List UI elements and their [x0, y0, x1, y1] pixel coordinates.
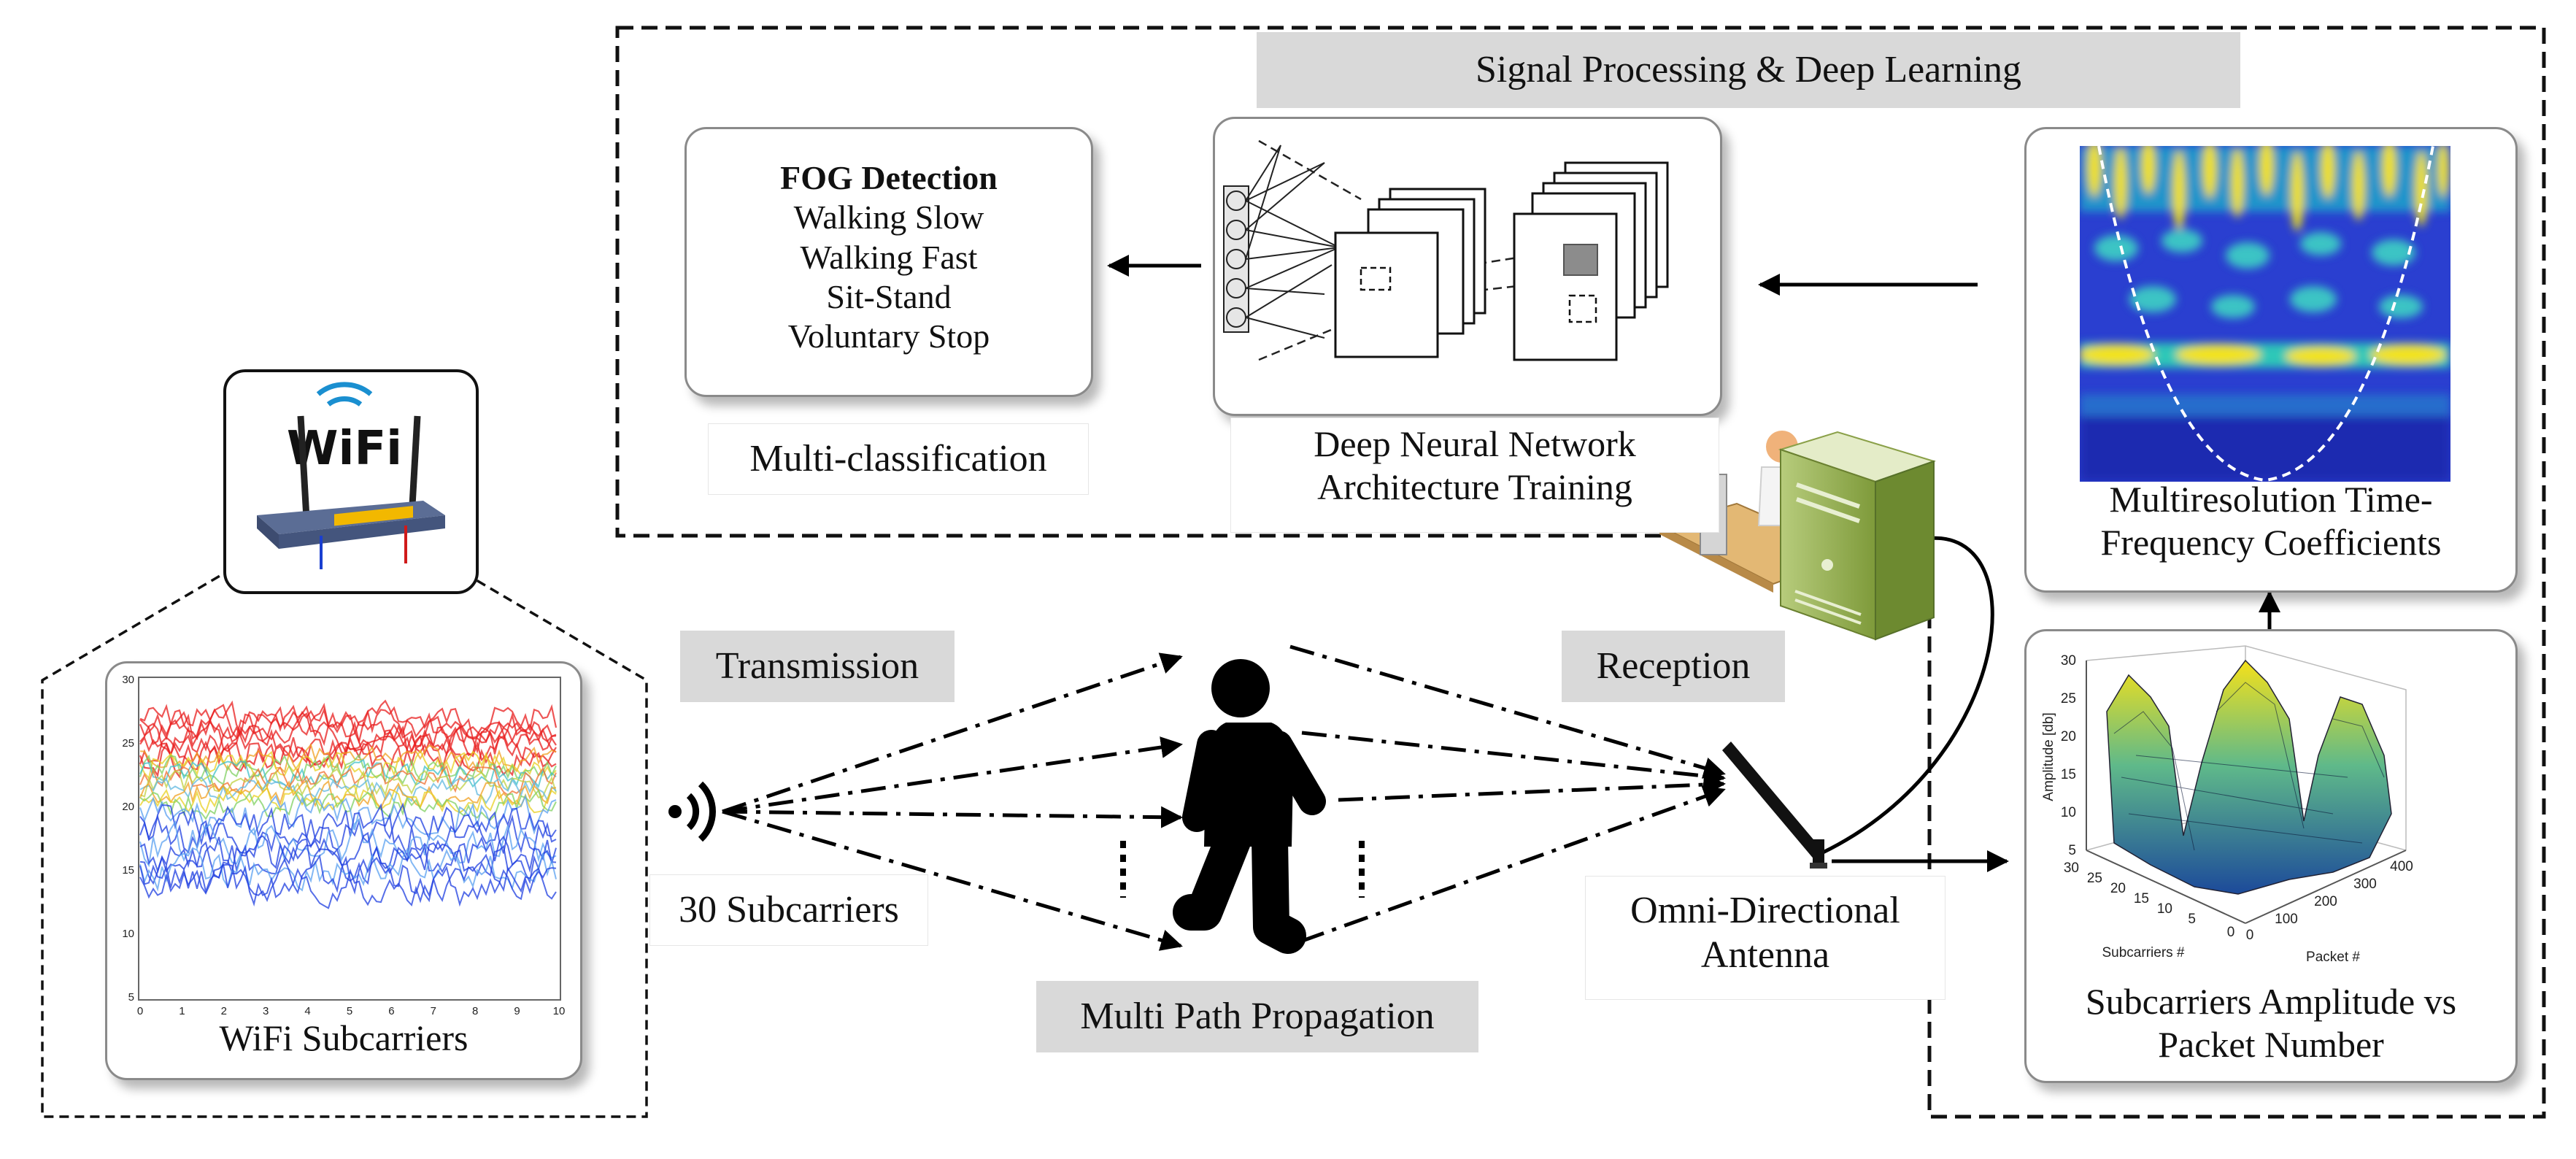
processing-region-border — [615, 26, 2546, 1119]
z-tick: 25 — [2061, 691, 2076, 706]
amplitude-card: 30 25 20 15 10 5 30 25 20 15 10 5 0 0 10… — [2024, 629, 2518, 1083]
multi-classification-label: Multi-classification — [708, 423, 1089, 495]
wifi-subcarriers-label: WiFi Subcarriers — [219, 1017, 468, 1058]
dnn-card — [1213, 117, 1722, 416]
x-tick: 400 — [2390, 859, 2413, 874]
x-tick: 100 — [2275, 912, 2298, 927]
signal-source-icon — [668, 781, 716, 842]
wifi-region-border — [41, 559, 648, 1118]
y-tick: 15 — [2134, 891, 2149, 906]
x-axis-label: Packet # — [2306, 950, 2360, 965]
y-tick: 0 — [2227, 925, 2235, 940]
multiresolution-card: Multiresolution Time- Frequency Coeffici… — [2024, 127, 2518, 593]
y-tick: 10 — [2157, 901, 2172, 917]
z-tick: 30 — [2061, 653, 2076, 669]
pipeline-title: Signal Processing & Deep Learning — [1257, 32, 2240, 108]
dnn-architecture-diagram — [1223, 139, 1669, 361]
multipath-rays — [722, 644, 1726, 951]
amplitude-label: Subcarriers Amplitude vs Packet Number — [2027, 980, 2515, 1066]
y-tick: 5 — [2188, 912, 2196, 927]
y-axis-label: Subcarriers # — [2102, 945, 2185, 960]
router-card: WiFi — [223, 369, 479, 594]
z-tick: 20 — [2061, 729, 2076, 744]
reception-label: Reception — [1562, 631, 1785, 702]
classes-card: FOG Detection Walking Slow Walking Fast … — [685, 127, 1093, 397]
antenna-line1: Omni-Directional — [1630, 890, 1900, 931]
x-tick: 0 — [2246, 928, 2254, 943]
class-heading: FOG Detection — [780, 159, 998, 196]
dnn-label-line2: Architecture Training — [1317, 466, 1632, 507]
antenna-label: Omni-Directional Antenna — [1585, 876, 1946, 1000]
y-tick: 20 — [2110, 881, 2126, 896]
class-item: Sit-Stand — [826, 277, 952, 315]
antenna-line2: Antenna — [1700, 934, 1830, 977]
amp-line2: Packet Number — [2158, 1024, 2384, 1065]
wifi-subcarriers-card: WiFi Subcarriers — [105, 661, 582, 1080]
transmission-label: Transmission — [680, 631, 955, 702]
z-axis-label: Amplitude [db] — [2041, 712, 2056, 801]
subcarriers-count-label: 30 Subcarriers — [649, 874, 928, 946]
multipath-label: Multi Path Propagation — [1036, 981, 1478, 1052]
class-item: Voluntary Stop — [787, 317, 990, 355]
x-tick: 300 — [2353, 877, 2377, 892]
antenna-icon — [1722, 742, 1827, 869]
z-tick: 5 — [2068, 843, 2076, 858]
z-tick: 15 — [2061, 767, 2076, 782]
surface-plot: 30 25 20 15 10 5 30 25 20 15 10 5 0 0 10… — [2041, 645, 2413, 965]
antenna-cable — [1821, 536, 1994, 855]
multires-line2: Frequency Coefficients — [2100, 522, 2442, 563]
class-item: Walking Slow — [793, 199, 984, 236]
router-icon: WiFi — [257, 382, 445, 569]
multires-line1: Multiresolution Time- — [2109, 479, 2433, 520]
y-tick: 25 — [2087, 871, 2102, 886]
dnn-label: Deep Neural Network Architecture Trainin… — [1230, 417, 1719, 533]
x-tick: 200 — [2314, 894, 2337, 909]
y-tick: 30 — [2064, 860, 2079, 876]
dnn-label-line1: Deep Neural Network — [1314, 423, 1636, 464]
z-tick: 10 — [2061, 805, 2076, 820]
multiresolution-label: Multiresolution Time- Frequency Coeffici… — [2027, 478, 2515, 564]
class-item: Walking Fast — [800, 238, 978, 276]
amp-line1: Subcarriers Amplitude vs — [2085, 981, 2457, 1022]
walking-person-icon — [1173, 659, 1326, 954]
